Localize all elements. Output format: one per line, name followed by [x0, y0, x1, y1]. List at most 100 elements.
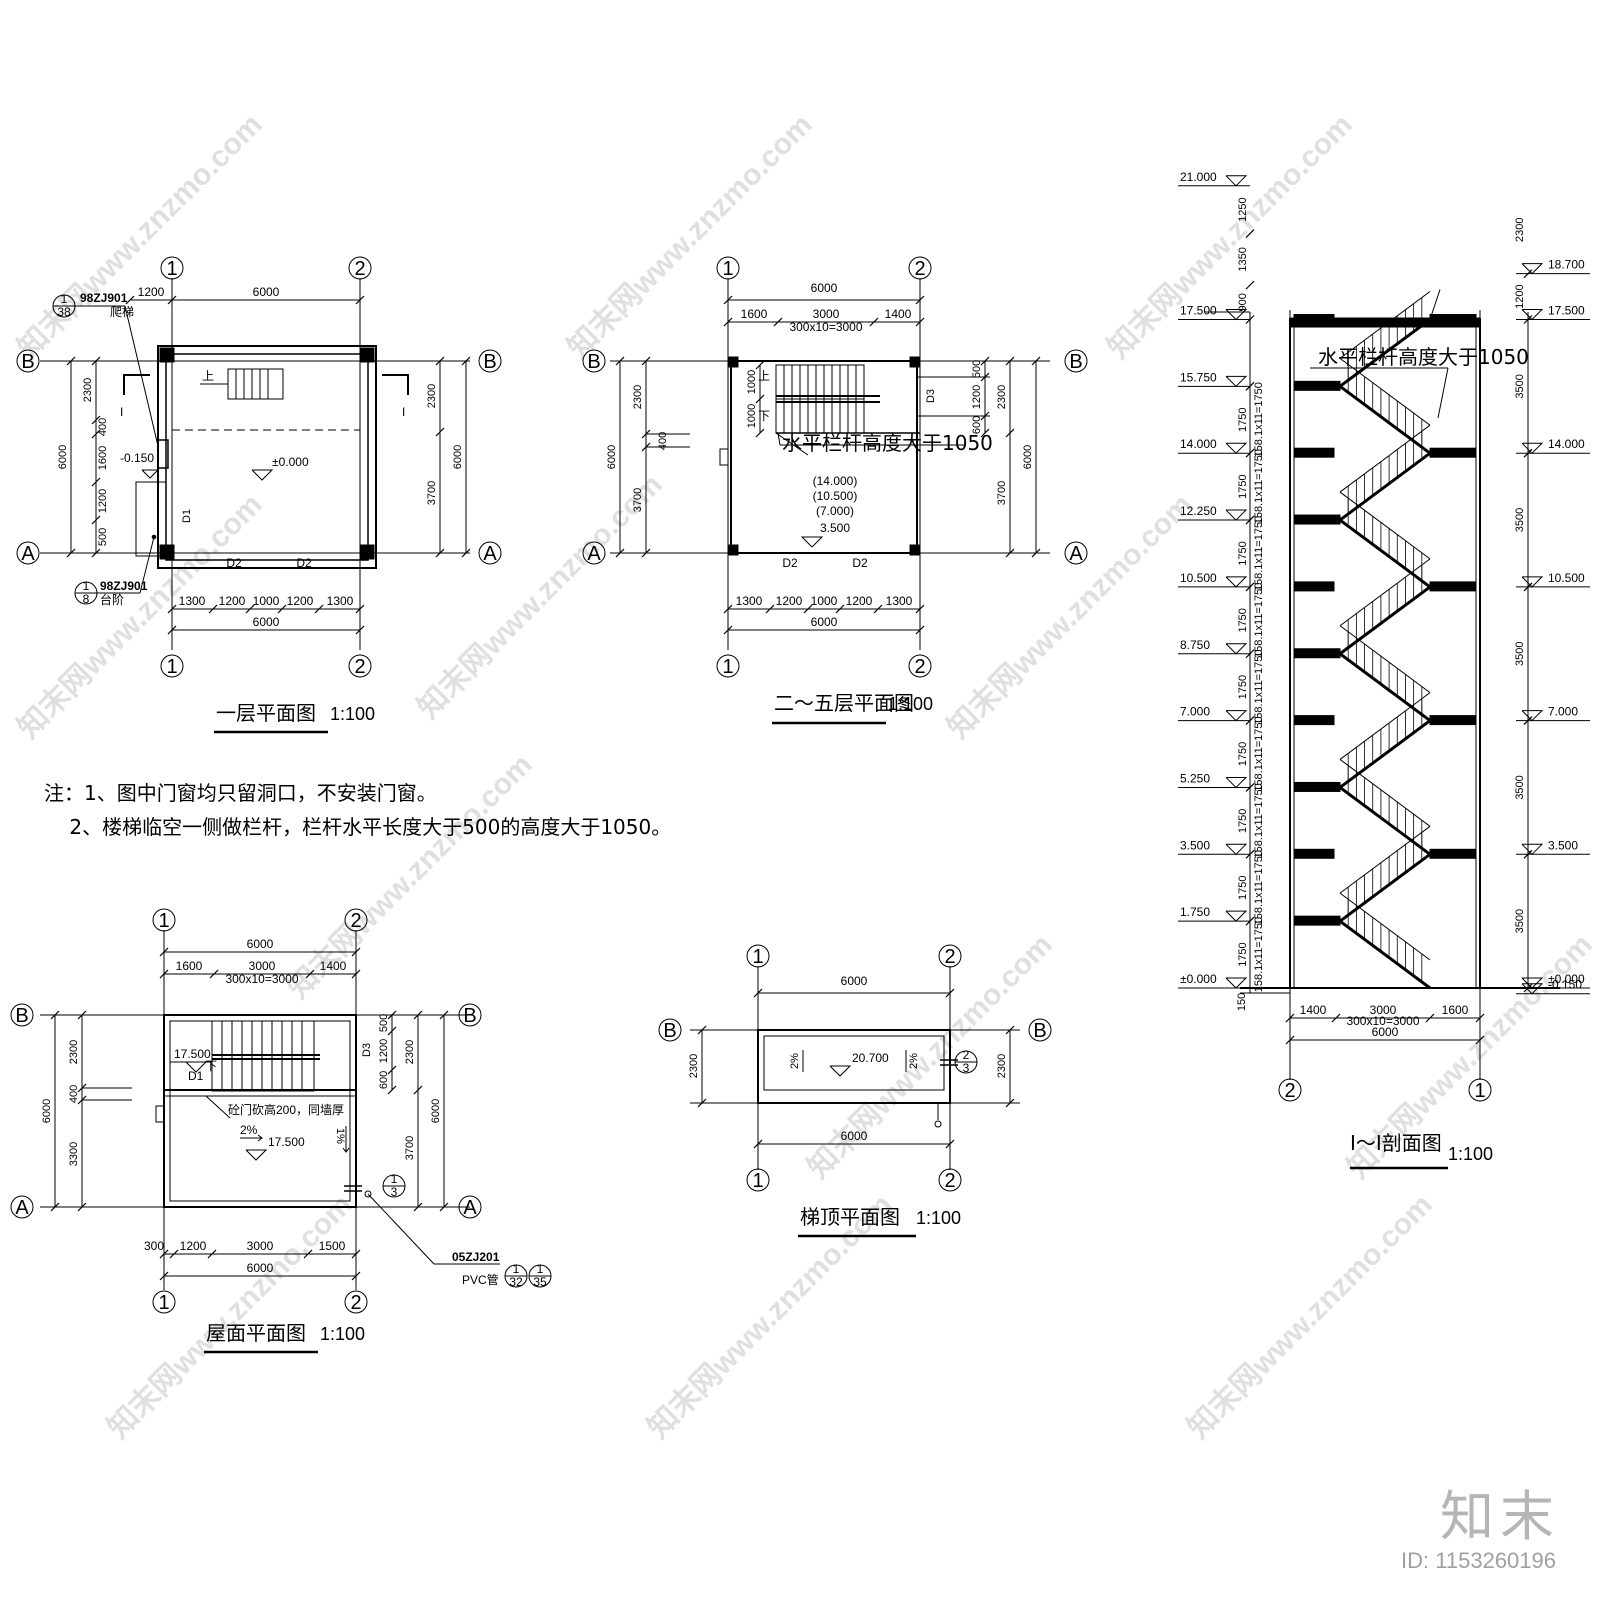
axis-label-a: A [15, 1197, 29, 1219]
dim-bottom-total: 6000 [1372, 1025, 1399, 1039]
dim-top-1: 1600 [176, 959, 203, 973]
dim-right-inner-3: 600 [378, 1071, 390, 1089]
dim-left-bottom: 150 [1236, 993, 1248, 1011]
door-d2-label: D2 [296, 556, 312, 570]
general-notes: 注：1、图中门窗均只留洞口，不安装门窗。 2、楼梯临空一侧做栏杆，栏杆水平长度大… [44, 776, 671, 844]
down-label: 下 [205, 1059, 217, 1073]
watermark: 知末网www.znzmo.com [412, 468, 669, 725]
level-label: 8.750 [1180, 638, 1210, 652]
dim-side: 2300 [996, 1054, 1008, 1078]
stair-railing [1339, 291, 1431, 359]
first-floor-plan-text: 1 2 1 2 B B A A 1200 6000 1300 1200 1000… [21, 258, 497, 725]
door-d1-label: D1 [181, 509, 193, 523]
dim-flight: 1750 [1237, 474, 1249, 498]
drawing-scale: 1:100 [1448, 1144, 1493, 1164]
section-view [1205, 289, 1560, 1170]
door-d1-label: D1 [188, 1069, 204, 1083]
dim-bottom-total: 6000 [247, 1261, 274, 1275]
dim-right-total: 6000 [1022, 445, 1034, 469]
level-marker [1521, 442, 1544, 454]
stair-flights [1339, 289, 1441, 990]
axis-label-2: 2 [354, 258, 365, 280]
axis-label-2: 2 [914, 258, 925, 280]
dim-top-total: 6000 [253, 285, 280, 299]
dim-right: 3500 [1514, 374, 1526, 398]
dim-top-3: 1400 [885, 307, 912, 321]
dim-flight: 1750 [1237, 541, 1249, 565]
stair-flight [1339, 719, 1431, 789]
level-label: 12.250 [1180, 504, 1217, 518]
axis-label-1: 1 [722, 258, 733, 280]
dim-flight-note: 158.1x11=1750 [1253, 650, 1265, 725]
axis-label-2: 2 [944, 946, 955, 968]
dim-right-inner-1: 500 [971, 360, 983, 378]
dim-tick [1245, 280, 1255, 290]
floor-slab [1293, 447, 1335, 458]
dim-right: 1200 [1514, 284, 1526, 308]
up-label: 上 [758, 369, 770, 383]
dim-top: 1350 [1237, 247, 1249, 271]
ref-number: 1 [83, 579, 90, 593]
level-label: 10.500 [1548, 571, 1585, 585]
axis-label-1: 1 [752, 1170, 763, 1192]
ref-sheet: 38 [57, 305, 71, 319]
dim-flight-note: 158.1x11=1750 [1253, 449, 1265, 524]
note-line-1: 注：1、图中门窗均只留洞口，不安装门窗。 [44, 781, 437, 805]
dim-top: 900 [1237, 293, 1249, 311]
ref-sheet: 32 [509, 1275, 523, 1289]
level-marker [1225, 643, 1248, 655]
level-outside: -0.150 [120, 451, 154, 465]
level-label: 5.250 [1180, 771, 1210, 785]
dim-bottom-3: 1000 [811, 594, 838, 608]
dim-top-3: 1400 [320, 959, 347, 973]
watermark: 知末网www.znzmo.com [12, 108, 269, 365]
level-roof: 17.500 [268, 1135, 305, 1149]
level-marker [1521, 843, 1544, 856]
dim-flight: 1750 [1237, 809, 1249, 833]
dim-right-inner-1: 500 [378, 1014, 390, 1032]
dim-right-2: 3700 [996, 481, 1008, 505]
ref-code: 98ZJ901 [100, 579, 148, 593]
dim-flight: 1750 [1237, 608, 1249, 632]
section-text: 水平栏杆高度大于1050 1400 3000 1600 300x10=3000 … [1236, 345, 1529, 1164]
slope-label: 2% [789, 1053, 801, 1069]
stair-railing [1429, 289, 1441, 320]
dim-right: 3500 [1514, 909, 1526, 933]
axis-label-b: B [663, 1020, 676, 1042]
ref-sheet: 3 [963, 1061, 970, 1075]
ref-number: 1 [537, 1262, 544, 1276]
dim-flight: 1750 [1237, 675, 1249, 699]
axis-label-2: 2 [1284, 1080, 1295, 1102]
axis-label-2: 2 [944, 1170, 955, 1192]
stair-railing [1339, 357, 1431, 426]
dim-right: 3500 [1514, 642, 1526, 666]
dim-right-total: 6000 [430, 1099, 442, 1123]
axis-label-2: 2 [350, 1292, 361, 1314]
dim-flight-note: 158.1x11=1750 [1253, 716, 1265, 791]
dim-bottom-4: 1200 [287, 594, 314, 608]
dim-top-sub: 300x10=3000 [789, 320, 862, 334]
dim-bottom-2: 1200 [219, 594, 246, 608]
axis-label-a: A [587, 543, 601, 565]
dim-side: 2300 [688, 1054, 700, 1078]
dim-bottom-2: 1200 [776, 594, 803, 608]
drawing-title: 一层平面图 [216, 701, 316, 725]
brand-logo: 知末 [1440, 1485, 1560, 1548]
axis-label-a: A [483, 543, 497, 565]
watermark: 知末网www.znzmo.com [942, 488, 1199, 745]
stair-flight [1339, 853, 1431, 923]
dim-bottom-1: 1300 [179, 594, 206, 608]
drawing-scale: 1:100 [320, 1324, 365, 1344]
drawing-scale: 1:100 [916, 1208, 961, 1228]
landing-slab [1293, 648, 1341, 659]
axis-label-a: A [21, 543, 35, 565]
brand-id: ID: 1153260196 [1401, 1548, 1556, 1573]
axis-label-1: 1 [166, 258, 177, 280]
dim-bottom-5: 1300 [327, 594, 354, 608]
dim-top-2: 3000 [813, 307, 840, 321]
axis-label-1: 1 [1474, 1080, 1485, 1102]
dim-left-total: 6000 [57, 445, 69, 469]
level-marker [1225, 977, 1248, 989]
ref-number: 1 [391, 1172, 398, 1186]
